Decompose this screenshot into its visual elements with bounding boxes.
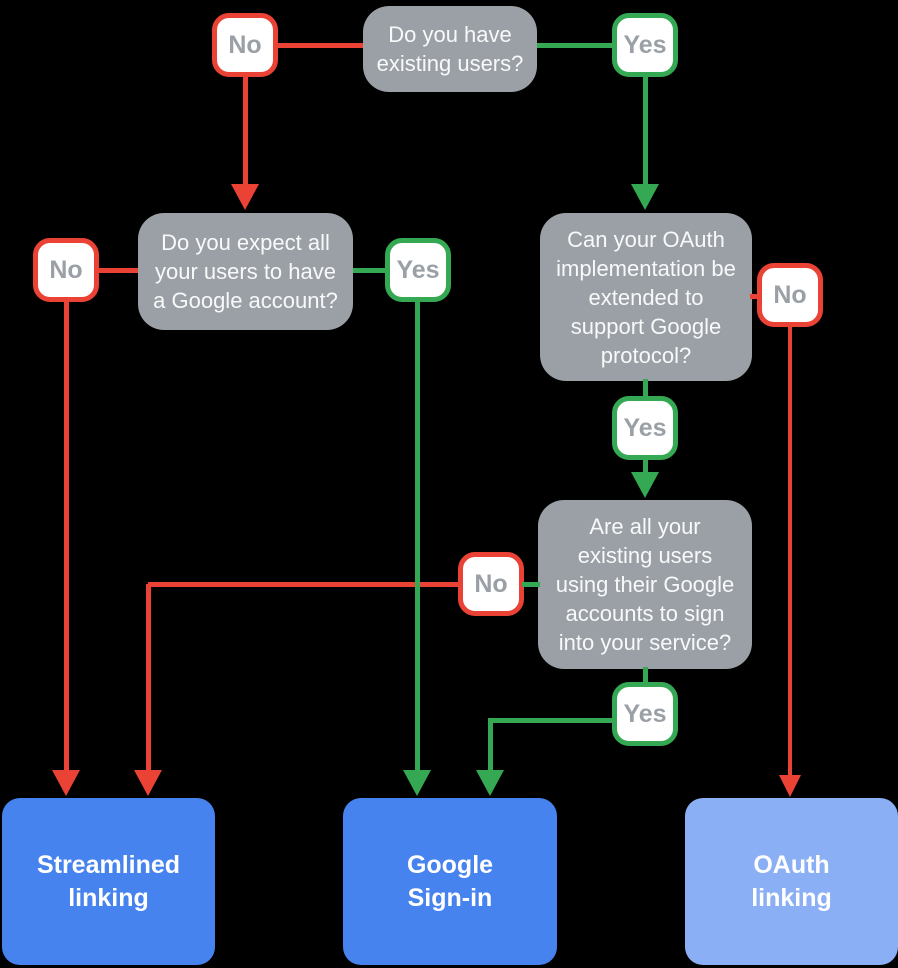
connector-no3-to-oauth-linking [788, 325, 792, 775]
connector-q3-to-yes3 [643, 379, 648, 398]
yes-label-text: Yes [623, 699, 667, 728]
question-users-google-signin-text: Are all your existing users using their … [555, 514, 735, 655]
connector-yes4-to-google-signin [488, 718, 493, 772]
connector-yes4-horizontal [490, 718, 614, 723]
arrowhead-into-streamlined-left [52, 770, 80, 796]
no-label-users-google-signin: No [458, 552, 524, 616]
connector-q4-to-yes4 [643, 667, 648, 684]
yes-label-text: Yes [623, 30, 667, 59]
outcome-streamlined-linking: Streamlined linking [2, 798, 215, 965]
arrowhead-into-streamlined-right [134, 770, 162, 796]
connector-q1-to-yes1 [537, 43, 612, 48]
no-label-oauth-extended: No [757, 263, 823, 327]
connector-no1-to-q2 [243, 77, 248, 185]
arrowhead-into-oauth-linking [779, 775, 801, 797]
no-label-google-account: No [33, 238, 99, 302]
question-google-account-text: Do you expect all your users to have a G… [153, 230, 338, 313]
arrowhead-into-google-signin-right [476, 770, 504, 796]
outcome-oauth-linking: OAuth linking [685, 798, 898, 965]
question-oauth-extended: Can your OAuth implementation be extende… [540, 213, 752, 381]
connector-no4-to-streamlined [146, 584, 151, 772]
no-label-text: No [49, 255, 83, 284]
outcome-streamlined-linking-text: Streamlined linking [36, 850, 181, 912]
yes-label-existing-users: Yes [612, 13, 678, 77]
connector-no1-to-q1 [278, 43, 363, 48]
yes-label-oauth-extended: Yes [612, 396, 678, 460]
connector-no2-to-streamlined [64, 300, 69, 772]
connector-no4-to-q4 [522, 582, 540, 587]
connector-q3-to-no3 [750, 294, 760, 299]
no-label-existing-users: No [212, 13, 278, 77]
question-existing-users: Do you have existing users? [363, 6, 537, 92]
no-label-text: No [228, 30, 262, 59]
no-label-text: No [474, 569, 508, 598]
outcome-google-signin: Google Sign-in [343, 798, 557, 965]
question-oauth-extended-text: Can your OAuth implementation be extende… [556, 226, 736, 368]
arrowhead-into-q4 [631, 472, 659, 498]
yes-label-text: Yes [623, 413, 667, 442]
question-existing-users-text: Do you have existing users? [376, 22, 524, 76]
connector-yes1-to-q3 [643, 75, 648, 185]
arrowhead-into-q3 [631, 184, 659, 210]
outcome-google-signin-text: Google Sign-in [406, 850, 494, 912]
outcome-oauth-linking-text: OAuth linking [751, 850, 832, 912]
connector-q2-to-yes2 [353, 268, 385, 273]
connector-no2-to-q2 [98, 268, 138, 273]
no-label-text: No [773, 280, 807, 309]
question-users-google-signin: Are all your existing users using their … [538, 500, 752, 669]
yes-label-users-google-signin: Yes [612, 682, 678, 746]
question-google-account: Do you expect all your users to have a G… [138, 213, 353, 330]
connector-yes2-to-google-signin [415, 300, 420, 772]
arrowhead-into-q2 [231, 184, 259, 210]
yes-label-google-account: Yes [385, 238, 451, 302]
arrowhead-into-google-signin-left [403, 770, 431, 796]
connector-no4-horizontal [148, 582, 458, 587]
yes-label-text: Yes [396, 255, 440, 284]
connector-yes3-to-q4 [643, 458, 648, 474]
